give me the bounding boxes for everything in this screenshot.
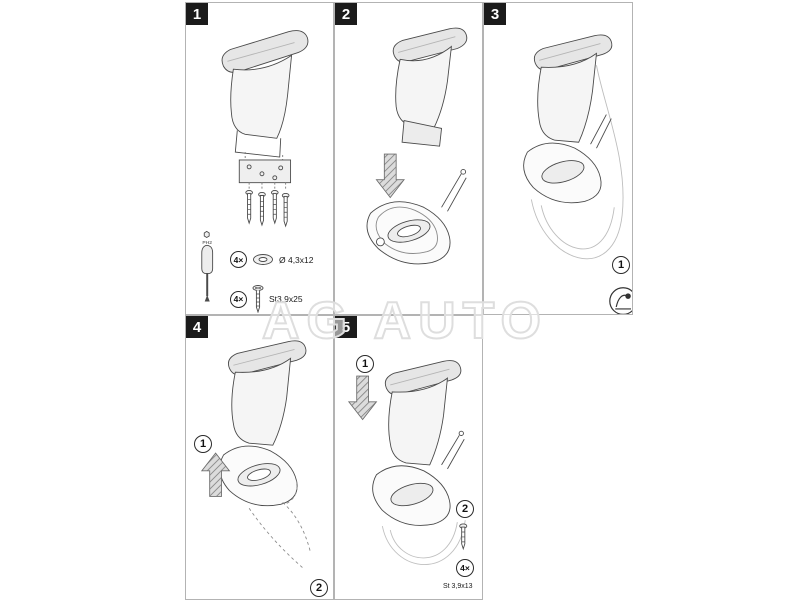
insert-down-arrow <box>375 153 405 199</box>
latch-release-icon <box>609 287 632 314</box>
motion-path-curves <box>530 65 624 259</box>
panel1-illustration: PH2 <box>201 30 309 302</box>
armrest-assembled-drawing <box>372 360 465 526</box>
screw-qty-badge: 4× <box>230 290 247 308</box>
armrest-assembled-drawing <box>523 34 613 204</box>
step-panel-5: 5 1 2 4× St 3,9x1 <box>334 315 483 600</box>
step-1-badge: 1 <box>356 355 374 373</box>
panel5-illustration <box>347 360 468 565</box>
screw-icon <box>252 285 264 313</box>
motion-path-curves <box>381 520 466 565</box>
press-down-arrow <box>347 375 378 421</box>
step-panel-2: 2 <box>334 2 483 315</box>
leader-dashed-curves <box>248 480 311 568</box>
washer-qty-badge: 4× <box>230 251 247 268</box>
step-2-badge: 2 <box>310 579 328 597</box>
screwdriver-icon <box>201 230 214 302</box>
step-1-badge: 1 <box>612 256 630 274</box>
panel2-illustration <box>366 27 468 265</box>
fixing-screw-icon <box>459 523 468 551</box>
step-panel-4: 4 1 2 <box>185 315 334 600</box>
panel-number-badge: 3 <box>484 3 506 25</box>
console-bracket-drawing <box>366 169 467 265</box>
mounting-plate-drawing <box>238 152 292 191</box>
panel4-illustration <box>200 340 311 568</box>
step-panel-3: 3 1 <box>483 2 633 315</box>
armrest-assembled-drawing <box>219 340 307 507</box>
part-row-washer: 4× Ø 4,3x12 <box>230 251 314 268</box>
panel-number-badge: 1 <box>186 3 208 25</box>
washer-icon <box>253 254 273 265</box>
part-row-screw: 4× St3,9x25 <box>230 285 303 313</box>
screw-qty-badge: 4× <box>456 559 474 577</box>
screw-size-label: St3,9x25 <box>269 294 303 304</box>
armrest-drawing <box>221 30 309 158</box>
screwdriver-type-label: PH2 <box>202 240 212 246</box>
step-1-badge: 1 <box>194 435 212 453</box>
panel-number-badge: 4 <box>186 316 208 338</box>
armrest-drawing <box>392 27 468 147</box>
push-up-arrow <box>200 452 231 497</box>
step-panel-1: 1 <box>185 2 334 315</box>
washer-size-label: Ø 4,3x12 <box>279 254 314 265</box>
screw-size-label: St 3,9x13 <box>443 583 473 590</box>
panel-number-badge: 5 <box>335 316 357 338</box>
screws-drawing <box>245 190 290 228</box>
panel-number-badge: 2 <box>335 3 357 25</box>
step-2-badge: 2 <box>456 500 474 518</box>
panel3-illustration <box>523 34 632 314</box>
